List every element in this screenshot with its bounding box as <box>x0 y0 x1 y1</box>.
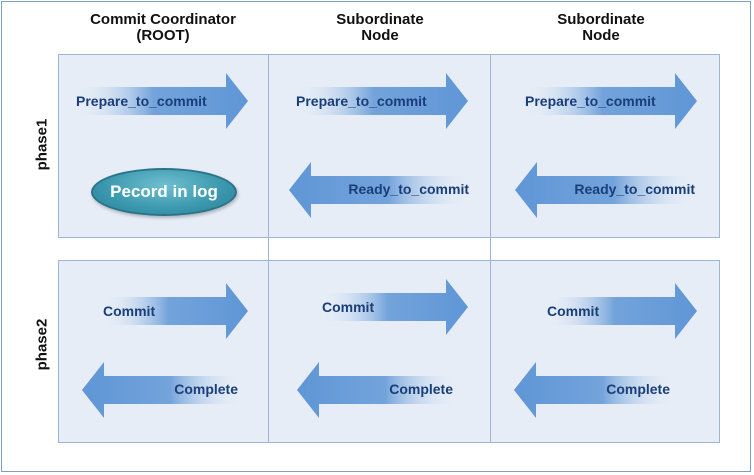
phase1-label: phase1 <box>33 118 51 171</box>
arrow-label: Prepare_to_commit <box>296 93 427 109</box>
arrow-left-complete: Complete <box>297 362 457 418</box>
arrow-label: Commit <box>547 303 600 319</box>
record-in-log-label: Pecord in log <box>110 182 218 201</box>
arrow-right-prepare: Prepare_to_commit <box>76 73 248 129</box>
arrow-right-body <box>296 73 468 129</box>
column-title-subordinate-1: Subordinate Node <box>300 12 460 44</box>
column-title-line2: (ROOT) <box>136 27 190 44</box>
arrow-left-shape <box>297 362 457 418</box>
column-title-line2: Node <box>582 27 620 44</box>
arrow-right-shape <box>103 283 248 339</box>
arrow-right-commit: Commit <box>322 279 468 335</box>
arrow-right-prepare: Prepare_to_commit <box>525 73 697 129</box>
arrow-left-body <box>515 162 695 218</box>
arrow-label: Commit <box>322 299 375 315</box>
arrow-left-shape <box>514 362 674 418</box>
arrow-left-body <box>297 362 457 418</box>
arrow-right-body <box>547 283 697 339</box>
arrow-label: Ready_to_commit <box>348 181 469 197</box>
arrow-left-complete: Complete <box>82 362 242 418</box>
arrow-right-shape <box>296 73 468 129</box>
arrow-right-body <box>76 73 248 129</box>
record-in-log-ellipse: Pecord in log <box>91 168 237 216</box>
arrow-label: Commit <box>103 303 156 319</box>
arrow-left-shape <box>289 162 469 218</box>
arrow-left-shape <box>515 162 695 218</box>
arrow-right-body <box>103 283 248 339</box>
arrow-right-shape <box>547 283 697 339</box>
column-title-line2: Node <box>361 27 399 44</box>
arrow-right-body <box>322 279 468 335</box>
column-title-subordinate-2: Subordinate Node <box>521 12 681 44</box>
arrow-right-commit: Commit <box>547 283 697 339</box>
arrow-label: Prepare_to_commit <box>525 93 656 109</box>
arrow-right-shape <box>76 73 248 129</box>
arrow-left-complete: Complete <box>514 362 674 418</box>
arrow-label: Complete <box>606 381 670 397</box>
arrow-left-ready: Ready_to_commit <box>289 162 469 218</box>
arrow-right-body <box>525 73 697 129</box>
column-title-line1: Subordinate <box>557 11 645 28</box>
arrow-label: Complete <box>174 381 238 397</box>
arrow-label: Ready_to_commit <box>574 181 695 197</box>
arrow-left-ready: Ready_to_commit <box>515 162 695 218</box>
arrow-left-body <box>82 362 242 418</box>
arrow-right-shape <box>525 73 697 129</box>
column-title-line1: Subordinate <box>336 11 424 28</box>
arrow-left-body <box>514 362 674 418</box>
arrow-label: Complete <box>389 381 453 397</box>
arrow-right-prepare: Prepare_to_commit <box>296 73 468 129</box>
arrow-right-shape <box>322 279 468 335</box>
phase2-panel <box>58 260 720 443</box>
arrow-right-commit: Commit <box>103 283 248 339</box>
arrow-left-body <box>289 162 469 218</box>
arrow-left-shape <box>82 362 242 418</box>
column-divider <box>490 54 491 443</box>
arrow-label: Prepare_to_commit <box>76 93 207 109</box>
column-divider <box>268 54 269 443</box>
column-title-coordinator: Commit Coordinator (ROOT) <box>78 12 248 44</box>
column-title-line1: Commit Coordinator <box>90 11 236 28</box>
phase2-label: phase2 <box>33 318 51 371</box>
